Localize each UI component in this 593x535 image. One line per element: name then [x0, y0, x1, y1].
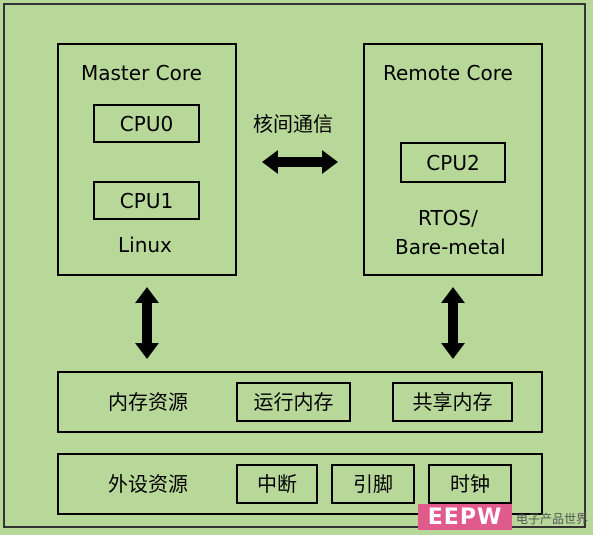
- cpu1-box: CPU1: [93, 181, 200, 220]
- memory-resources-box: [57, 371, 543, 433]
- eepw-logo: EEPW: [418, 504, 512, 530]
- cpu0-box: CPU0: [93, 104, 200, 143]
- remote-memory-arrow: [441, 287, 465, 359]
- remote-os-line1: RTOS/: [418, 206, 478, 230]
- pin-box: 引脚: [331, 464, 415, 504]
- memory-resources-title: 内存资源: [108, 390, 188, 414]
- ipc-label: 核间通信: [253, 112, 333, 136]
- remote-core-title: Remote Core: [383, 61, 513, 85]
- interrupt-box: 中断: [236, 464, 318, 504]
- cpu2-box: CPU2: [400, 142, 506, 183]
- peripheral-resources-box: [57, 453, 543, 515]
- master-os-label: Linux: [118, 233, 172, 257]
- remote-core-box: [363, 43, 543, 276]
- peripheral-resources-title: 外设资源: [108, 472, 188, 496]
- shared-memory-box: 共享内存: [392, 382, 513, 422]
- ipc-double-arrow: [262, 150, 338, 174]
- eepw-tagline: 电子产品世界: [516, 512, 589, 526]
- eepw-watermark: EEPW 电子产品世界: [418, 502, 590, 532]
- diagram-frame: [3, 3, 586, 528]
- runtime-memory-box: 运行内存: [236, 382, 351, 422]
- master-core-title: Master Core: [81, 61, 202, 85]
- clock-box: 时钟: [428, 464, 512, 504]
- remote-os-line2: Bare-metal: [395, 235, 506, 259]
- master-core-box: [57, 43, 237, 276]
- master-memory-arrow: [135, 287, 159, 359]
